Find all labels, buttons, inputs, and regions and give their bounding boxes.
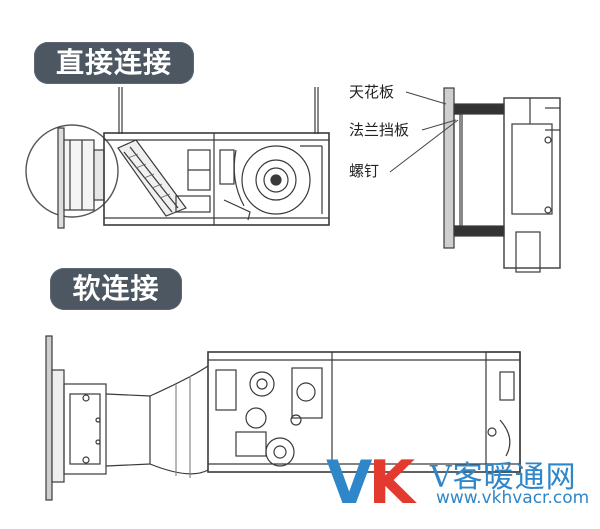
soft-connection-unit [45, 335, 521, 501]
ceiling-callout: 天花板 [349, 83, 395, 101]
watermark-letter-v: V [326, 448, 372, 518]
screw-callout: 螺钉 [349, 162, 380, 180]
flange-detail [389, 87, 561, 273]
soft-connection-heading: 软连接 [50, 268, 182, 310]
watermark-logo: VK [326, 448, 415, 518]
flange-callout: 法兰挡板 [349, 121, 410, 139]
watermark-letter-k: K [368, 448, 414, 518]
watermark-url: www.vkhvacr.com [436, 488, 590, 508]
watermark-site-name: V客暖通网 [430, 460, 577, 495]
direct-connection-unit [25, 87, 330, 229]
direct-connection-heading: 直接连接 [34, 42, 194, 84]
